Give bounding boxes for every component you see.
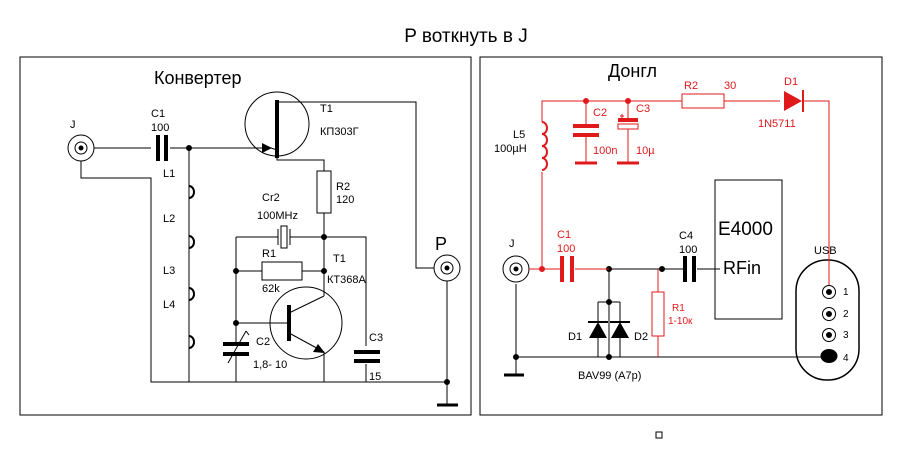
converter-r2 — [316, 170, 332, 214]
converter-heading: Конвертер — [154, 68, 242, 88]
page-title: P воткнуть в J — [404, 26, 527, 47]
converter-j-connector — [67, 134, 95, 162]
converter-bjt-part: КТ368А — [327, 274, 366, 286]
dongle-d1-top-label: D1 — [784, 76, 798, 88]
dongle-l5-label: L5 — [513, 129, 525, 141]
converter-fet-label: T1 — [320, 103, 333, 115]
converter-cr2-value: 100MHz — [257, 210, 298, 222]
dongle-d1-schottky — [784, 90, 804, 112]
dongle-r1 — [651, 291, 665, 337]
dongle-r2 — [681, 93, 725, 109]
converter-c2-label: C2 — [256, 336, 270, 348]
usb-pin-3: 3 — [843, 330, 849, 341]
converter-p-label: P — [435, 234, 447, 254]
dongle-c1-label: C1 — [557, 229, 571, 241]
converter-r2-value: 120 — [336, 194, 354, 206]
dongle-diode-d2 — [610, 321, 630, 338]
dongle-c4 — [683, 256, 696, 282]
converter-schematic: Конвертер J C1 100 L1 L2 L3 — [67, 68, 461, 407]
dongle-l5 — [541, 121, 548, 171]
usb-pin-1: 1 — [843, 287, 849, 298]
converter-c1-value: 100 — [151, 122, 169, 134]
dongle-schematic: Донгл D1 D2 BAV99 (A7p) — [502, 61, 860, 382]
converter-fet-part: КП303Г — [320, 126, 359, 138]
converter-p-connector — [433, 254, 461, 282]
usb-pin-4: 4 — [843, 353, 849, 364]
converter-r1-label: R1 — [262, 248, 276, 260]
dongle-c2 — [573, 124, 599, 137]
converter-l1-label: L1 — [163, 168, 175, 180]
dongle-r2-label: R2 — [684, 80, 698, 92]
dongle-r1-label: R1 — [672, 303, 685, 314]
converter-c3-value: 15 — [369, 371, 381, 383]
converter-bjt-t1 — [236, 286, 343, 382]
dongle-j-connector — [502, 255, 530, 283]
converter-cr2-label: Cr2 — [262, 192, 280, 204]
dongle-red-labels: C1 100 C2 100n C3 10µ R2 30 D1 1N5711 R1… — [557, 76, 798, 327]
dongle-c2-value: 100n — [593, 145, 617, 157]
converter-r2-label: R2 — [336, 181, 350, 193]
dongle-panel — [479, 56, 883, 416]
dongle-usb-connector — [795, 259, 860, 381]
dongle-diode-part: BAV99 (A7p) — [578, 370, 641, 382]
dongle-c3-label: C3 — [636, 103, 650, 115]
dongle-bias-tee — [529, 90, 830, 357]
converter-c3 — [354, 350, 380, 363]
converter-r1 — [261, 261, 303, 281]
converter-j-label: J — [70, 119, 76, 131]
dongle-c3-value: 10µ — [636, 145, 655, 157]
converter-bjt-label: T1 — [333, 253, 346, 265]
dongle-c1 — [560, 256, 574, 282]
dongle-c4-value: 100 — [679, 244, 697, 256]
dongle-diode-d1 — [588, 321, 608, 338]
converter-coils — [188, 185, 195, 349]
converter-l2-label: L2 — [163, 213, 175, 225]
converter-c2-value: 1,8- 10 — [253, 359, 287, 371]
dongle-c2-label: C2 — [593, 107, 607, 119]
converter-l4-label: L4 — [163, 299, 175, 311]
dongle-r1-value: 1-10к — [668, 316, 693, 327]
dongle-d2-label: D2 — [634, 331, 648, 343]
dongle-r2-value: 30 — [724, 80, 736, 92]
dongle-chip-pin: RFin — [723, 258, 761, 278]
dongle-j-label: J — [509, 238, 515, 250]
dongle-c4-label: C4 — [679, 230, 693, 242]
usb-pin-2: 2 — [843, 309, 849, 320]
dongle-c1-value: 100 — [557, 243, 575, 255]
stray-square — [655, 431, 663, 439]
dongle-l5-labels: L5 100µH — [494, 129, 527, 155]
converter-c1-label: C1 — [151, 108, 165, 120]
converter-l3-label: L3 — [163, 265, 175, 277]
dongle-chip-name: E4000 — [718, 219, 773, 240]
converter-c3-label: C3 — [369, 332, 383, 344]
converter-fet-t1 — [244, 91, 320, 158]
converter-cr2-crystal — [277, 225, 291, 249]
converter-r1-value: 62k — [262, 283, 280, 295]
dongle-usb-label: USB — [814, 245, 837, 257]
dongle-heading: Донгл — [608, 61, 657, 81]
dongle-e4000-chip — [714, 179, 783, 320]
dongle-l5-value: 100µH — [494, 143, 527, 155]
converter-panel — [19, 56, 472, 416]
dongle-d1-label: D1 — [568, 331, 582, 343]
dongle-d1-top-part: 1N5711 — [758, 118, 796, 130]
converter-c1 — [156, 135, 168, 161]
